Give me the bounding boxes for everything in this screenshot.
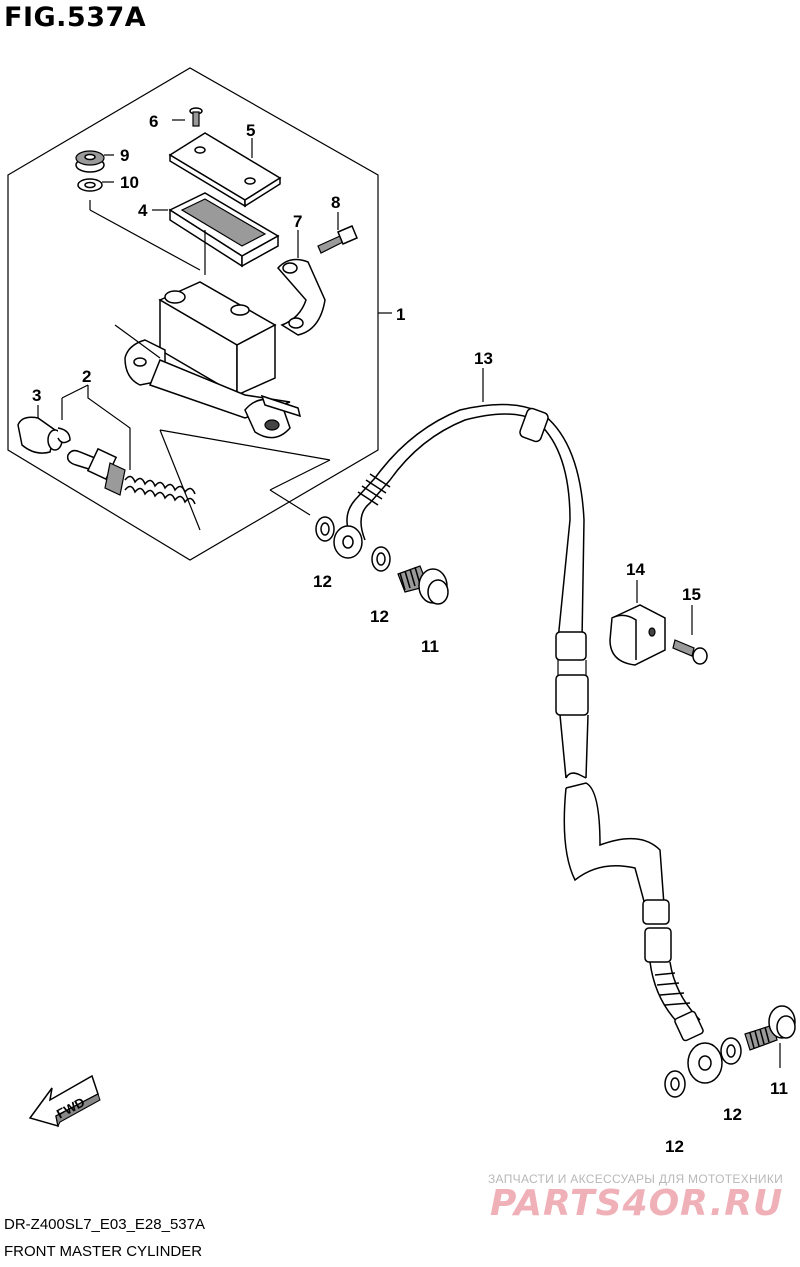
holder-part-7[interactable]	[276, 230, 326, 336]
screw-part-15[interactable]	[672, 605, 708, 665]
assembly-frame	[7, 67, 379, 561]
union-bolt-part-11-a[interactable]	[397, 565, 449, 605]
callout-12-a: 12	[313, 572, 332, 591]
washer-part-12-d[interactable]	[664, 1070, 686, 1098]
callout-12-b: 12	[370, 607, 389, 626]
callout-15: 15	[682, 585, 701, 604]
master-cylinder-part-1[interactable]	[124, 281, 392, 439]
callout-5: 5	[246, 121, 255, 140]
assembly-guide-lines	[89, 200, 331, 531]
figure-name: FRONT MASTER CYLINDER	[4, 1243, 203, 1260]
callout-11-b: 11	[770, 1079, 788, 1098]
callout-3: 3	[32, 386, 41, 405]
callout-14: 14	[626, 560, 645, 579]
callout-4: 4	[138, 201, 148, 220]
callout-8: 8	[331, 193, 340, 212]
hose-clamp-part-14[interactable]	[609, 580, 666, 666]
washer-part-10[interactable]	[77, 178, 114, 192]
bolt-part-8[interactable]	[317, 212, 358, 254]
reservoir-cap-part-5[interactable]	[168, 132, 282, 208]
callout-9: 9	[120, 146, 129, 165]
figure-title: FIG.537A	[4, 2, 147, 33]
dust-boot-part-3[interactable]	[17, 405, 71, 454]
watermark-logo: PARTS4OR.RU	[490, 1183, 784, 1224]
brake-hose-part-13[interactable]	[333, 368, 723, 1084]
callout-11-a: 11	[421, 637, 439, 656]
union-bolt-part-11-b[interactable]	[744, 1005, 796, 1068]
figure-code: DR-Z400SL7_E03_E28_537A	[4, 1216, 205, 1233]
piston-set-part-2[interactable]	[61, 384, 196, 505]
fwd-arrow-icon: FWD	[28, 1074, 101, 1128]
washer-part-12-b[interactable]	[371, 546, 391, 572]
washer-part-12-a[interactable]	[315, 516, 335, 542]
callout-1: 1	[396, 305, 405, 324]
callout-2: 2	[82, 367, 91, 386]
screw-part-6[interactable]	[172, 107, 203, 127]
callout-7: 7	[293, 212, 302, 231]
callout-6: 6	[149, 112, 158, 131]
callout-13: 13	[474, 349, 493, 368]
grommet-part-9[interactable]	[75, 150, 114, 173]
callout-12-c: 12	[723, 1105, 742, 1124]
washer-part-12-c[interactable]	[720, 1037, 742, 1065]
watermark-tagline: ЗАПЧАСТИ И АКСЕССУАРЫ ДЛЯ МОТОТЕХНИКИ	[488, 1172, 784, 1186]
diaphragm-part-4[interactable]	[152, 192, 280, 275]
callout-12-d: 12	[665, 1137, 684, 1156]
callout-10: 10	[120, 173, 139, 192]
